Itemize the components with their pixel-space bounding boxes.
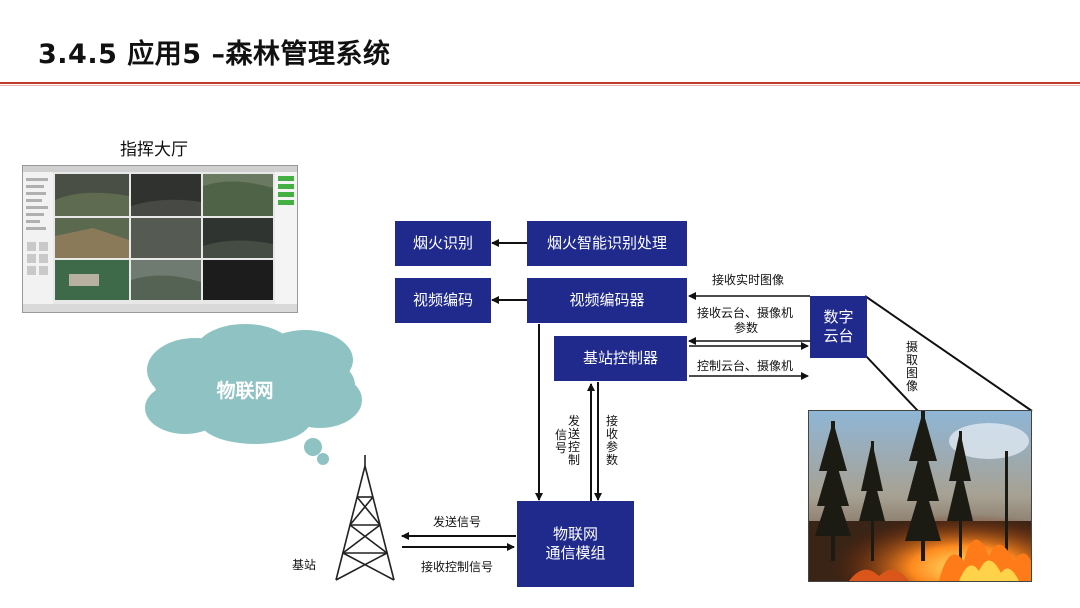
command-hall-label: 指挥大厅 xyxy=(120,140,188,160)
base-station-tower-icon xyxy=(335,455,395,581)
digital-ptz-node: 数字 云台 xyxy=(810,296,867,358)
receive-params-label: 接收参数 xyxy=(605,414,618,467)
title-divider xyxy=(0,82,1080,84)
forest-fire-image xyxy=(808,410,1032,582)
send-signal-label: 发送信号 xyxy=(433,515,482,529)
capture-image-label: 摄取图像 xyxy=(905,340,918,393)
iot-communication-module-node: 物联网 通信模组 xyxy=(517,501,634,587)
smoke-fire-recognition-node: 烟火识别 xyxy=(395,221,491,266)
digital-ptz-line2: 云台 xyxy=(823,327,854,345)
video-coding-node: 视频编码 xyxy=(395,278,491,323)
receive-realtime-image-label: 接收实时图像 xyxy=(712,273,785,287)
smart-recognition-processing-node: 烟火智能识别处理 xyxy=(527,221,687,266)
iot-module-line2: 通信模组 xyxy=(545,544,606,562)
receive-control-signal-label: 接收控制信号 xyxy=(421,560,494,574)
iot-module-line1: 物联网 xyxy=(552,525,598,544)
iot-cloud-shape xyxy=(145,324,362,465)
receive-ptz-params-label-line1: 接收云台、摄像机 xyxy=(697,306,794,320)
video-encoder-node: 视频编码器 xyxy=(527,278,687,323)
command-hall-screenshot xyxy=(22,165,298,313)
control-ptz-label: 控制云台、摄像机 xyxy=(697,359,794,373)
digital-ptz-line1: 数字 xyxy=(823,308,854,327)
page-title: 3.4.5 应用5 –森林管理系统 xyxy=(38,39,391,70)
iot-cloud-label: 物联网 xyxy=(216,380,274,402)
base-station-label: 基站 xyxy=(292,558,317,572)
base-station-controller-node: 基站控制器 xyxy=(554,336,687,381)
send-control-label: 发送控制 xyxy=(567,414,580,467)
title-divider-shadow xyxy=(0,85,1080,86)
receive-ptz-params-label-line2: 参数 xyxy=(734,321,759,335)
signal-label: 信号 xyxy=(554,428,567,455)
